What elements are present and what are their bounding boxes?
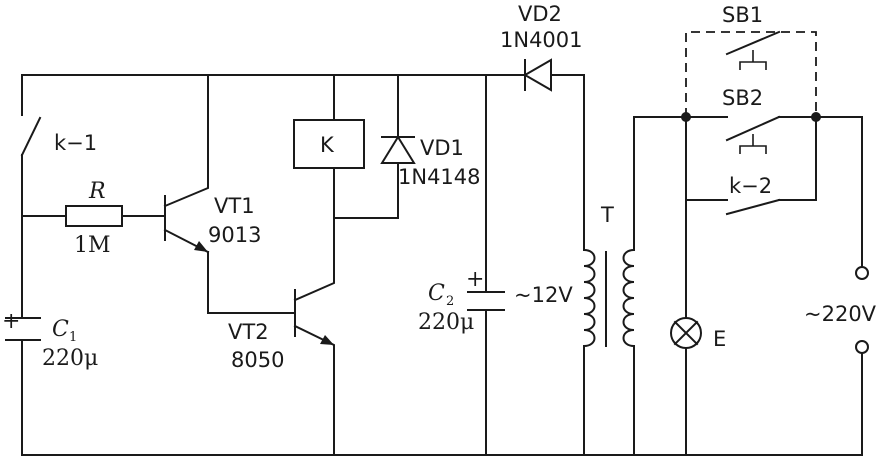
transistor-vt1-name: VT1 — [214, 194, 255, 218]
transistor-vt1 — [163, 74, 296, 314]
switch-k2-label: k−2 — [729, 174, 772, 198]
transistor-vt1-part: 9013 — [208, 223, 261, 247]
resistor-r-symbol: R — [88, 179, 106, 204]
capacitor-c1-symbol: C — [52, 317, 69, 342]
diode-vd2-name: VD2 — [518, 2, 562, 26]
capacitor-c2-value: 220μ — [418, 310, 474, 335]
capacitor-c2-subscript: 2 — [446, 294, 454, 309]
lamp-e-label: E — [713, 327, 726, 351]
capacitor-c1-plus: + — [2, 309, 20, 334]
transformer-t-label: T — [600, 203, 614, 227]
capacitor-c2-plus: + — [466, 267, 484, 292]
top-rail-wire — [21, 74, 585, 251]
relay-k-label: K — [320, 133, 335, 157]
transformer-t — [582, 116, 687, 456]
lamp-e — [670, 317, 702, 349]
diode-vd2-part: 1N4001 — [500, 28, 583, 52]
switch-sb1[interactable] — [725, 30, 781, 70]
transistor-vt2 — [293, 217, 335, 456]
diode-vd1-part: 1N4148 — [398, 165, 481, 189]
secondary-voltage-label: ~12V — [514, 283, 573, 307]
relay-k — [293, 74, 399, 219]
transistor-vt2-name: VT2 — [228, 320, 269, 344]
capacitor-c2 — [467, 74, 505, 456]
resistor-r-value: 1M — [74, 233, 111, 258]
capacitor-c1 — [5, 317, 41, 341]
diode-vd1-name: VD1 — [420, 136, 464, 160]
capacitor-c2-symbol: C — [428, 281, 445, 306]
mains-terminals — [855, 266, 869, 456]
capacitor-c1-value: 220μ — [42, 346, 98, 371]
diode-vd2 — [522, 58, 552, 92]
switch-k1-label: k−1 — [54, 131, 97, 155]
switch-k1[interactable] — [20, 116, 42, 157]
mains-voltage-label: ~220V — [804, 302, 877, 326]
switch-sb1-label: SB1 — [722, 3, 763, 27]
mains-right-bus — [685, 112, 863, 267]
diode-vd1 — [380, 74, 416, 219]
switch-k2[interactable] — [725, 198, 781, 216]
resistor-r — [21, 205, 166, 227]
switch-sb2-label: SB2 — [722, 86, 763, 110]
transistor-vt2-part: 8050 — [231, 348, 284, 372]
capacitor-c1-subscript: 1 — [69, 330, 77, 345]
switch-sb2[interactable] — [725, 115, 781, 154]
